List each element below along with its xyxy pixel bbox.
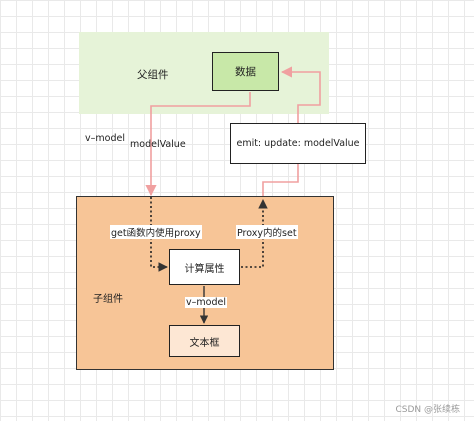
arrow-emit-to-data bbox=[280, 66, 321, 123]
edge-label-model-value: modelValue bbox=[130, 139, 186, 150]
data-node-label: 数据 bbox=[235, 66, 256, 78]
arrow-emit-from-child bbox=[262, 164, 299, 196]
textbox-node[interactable]: 文本框 bbox=[169, 325, 240, 357]
watermark: CSDN @张续栋 bbox=[395, 405, 460, 415]
emit-node[interactable]: emit: update: modelValue bbox=[230, 123, 366, 164]
edge-label-proxy-set: Proxy内的set bbox=[236, 225, 298, 239]
edge-label-v-model-inner: v–model bbox=[185, 297, 227, 308]
textbox-label: 文本框 bbox=[189, 337, 220, 349]
computed-property-label: 计算属性 bbox=[184, 263, 225, 275]
edge-label-v-model-outer: v–model bbox=[85, 133, 125, 144]
child-component-label: 子组件 bbox=[93, 294, 123, 305]
computed-property-node[interactable]: 计算属性 bbox=[169, 249, 240, 285]
edge-label-get-proxy: get函数内使用proxy bbox=[110, 225, 202, 239]
data-node[interactable]: 数据 bbox=[212, 52, 279, 91]
emit-node-label: emit: update: modelValue bbox=[236, 138, 360, 149]
arrow-get-proxy bbox=[150, 197, 168, 272]
arrow-data-to-child bbox=[145, 92, 251, 197]
parent-component-label: 父组件 bbox=[137, 69, 169, 81]
